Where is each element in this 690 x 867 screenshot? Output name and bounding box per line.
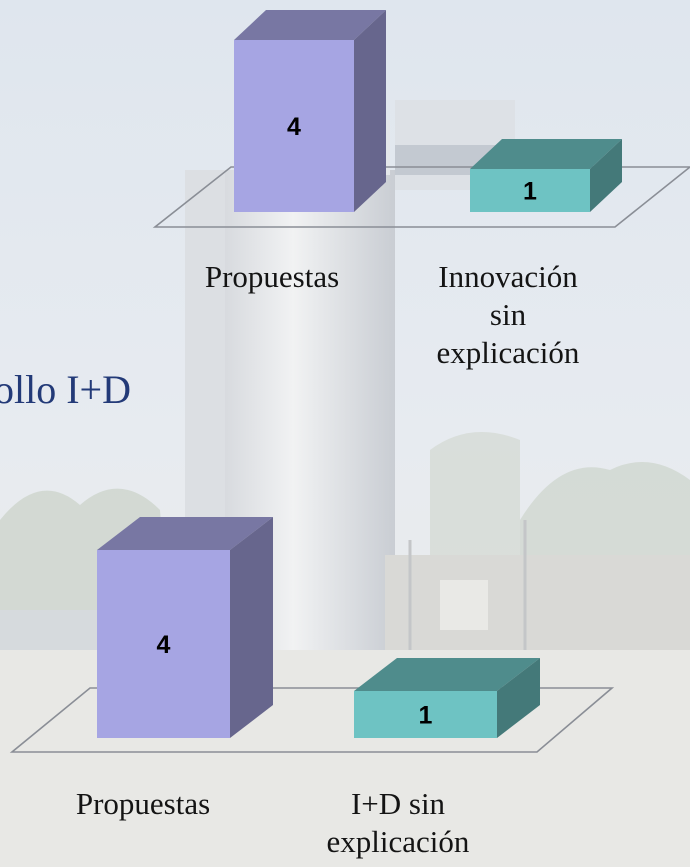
chart-1-value-label-2: 1: [523, 178, 537, 206]
chart-2-value-label-2: 1: [419, 702, 433, 730]
chart-bottom: 41: [9, 517, 615, 753]
chart-2-value-label-1: 4: [157, 631, 171, 659]
slide-title-fragment: ollo I+D: [0, 367, 131, 412]
chart-1-bar-2: [470, 139, 622, 212]
chart-2-bar-2: [354, 658, 540, 738]
chart-2-category-label-1: Propuestas: [75, 786, 211, 821]
chart-1-category-label-1: Propuestas: [204, 259, 340, 294]
chart-top: 41: [152, 10, 690, 228]
chart-1-value-label-1: 4: [287, 113, 301, 141]
chart-2-bar-1: [97, 517, 273, 738]
chart-1-bar-1: [234, 10, 386, 212]
